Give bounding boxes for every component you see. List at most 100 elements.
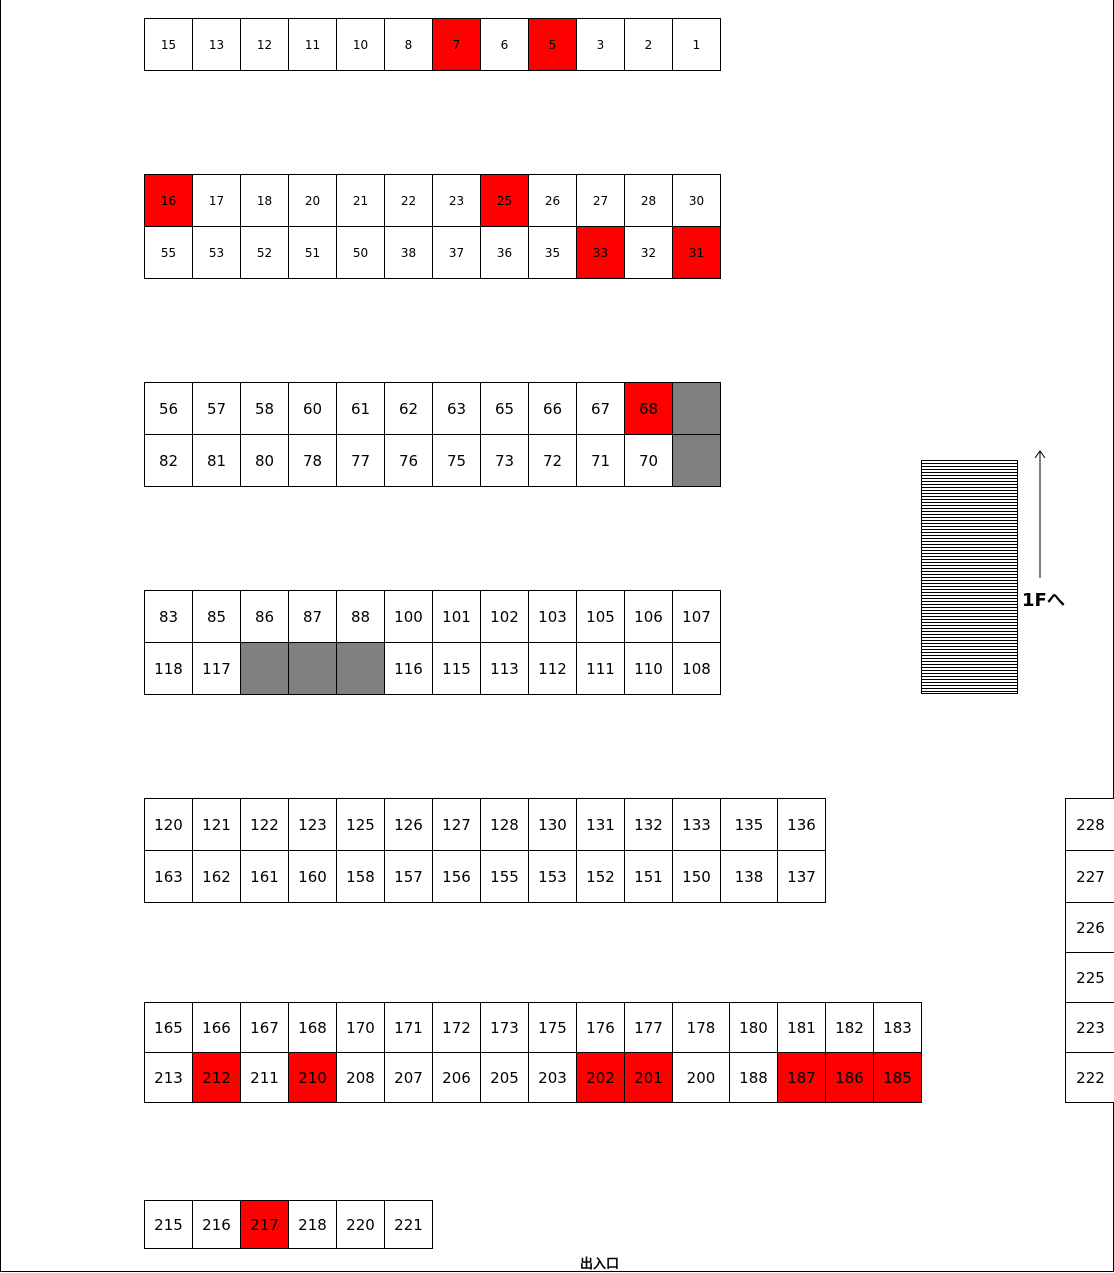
parking-space-100[interactable]: 100 bbox=[384, 590, 433, 643]
parking-space-202[interactable]: 202 bbox=[576, 1052, 625, 1103]
parking-space-38[interactable]: 38 bbox=[384, 226, 433, 279]
parking-space-217[interactable]: 217 bbox=[240, 1200, 289, 1249]
parking-space-166[interactable]: 166 bbox=[192, 1002, 241, 1053]
parking-space-63[interactable]: 63 bbox=[432, 382, 481, 435]
parking-space-207[interactable]: 207 bbox=[384, 1052, 433, 1103]
parking-space-122[interactable]: 122 bbox=[240, 798, 289, 851]
parking-space-157[interactable]: 157 bbox=[384, 850, 433, 903]
parking-space-137[interactable]: 137 bbox=[777, 850, 826, 903]
parking-space-62[interactable]: 62 bbox=[384, 382, 433, 435]
parking-space-53[interactable]: 53 bbox=[192, 226, 241, 279]
parking-space-181[interactable]: 181 bbox=[777, 1002, 826, 1053]
parking-space-117[interactable]: 117 bbox=[192, 642, 241, 695]
parking-space-52[interactable]: 52 bbox=[240, 226, 289, 279]
parking-space-51[interactable]: 51 bbox=[288, 226, 337, 279]
parking-space-76[interactable]: 76 bbox=[384, 434, 433, 487]
parking-space-37[interactable]: 37 bbox=[432, 226, 481, 279]
parking-space-130[interactable]: 130 bbox=[528, 798, 577, 851]
parking-space-20[interactable]: 20 bbox=[288, 174, 337, 227]
parking-space-6[interactable]: 6 bbox=[480, 18, 529, 71]
parking-space-188[interactable]: 188 bbox=[729, 1052, 778, 1103]
parking-space-121[interactable]: 121 bbox=[192, 798, 241, 851]
parking-space-168[interactable]: 168 bbox=[288, 1002, 337, 1053]
parking-space-186[interactable]: 186 bbox=[825, 1052, 874, 1103]
parking-space-unavailable[interactable] bbox=[336, 642, 385, 695]
parking-space-133[interactable]: 133 bbox=[672, 798, 721, 851]
parking-space-8[interactable]: 8 bbox=[384, 18, 433, 71]
parking-space-18[interactable]: 18 bbox=[240, 174, 289, 227]
parking-space-138[interactable]: 138 bbox=[720, 850, 778, 903]
parking-space-68[interactable]: 68 bbox=[624, 382, 673, 435]
parking-space-36[interactable]: 36 bbox=[480, 226, 529, 279]
parking-space-210[interactable]: 210 bbox=[288, 1052, 337, 1103]
parking-space-212[interactable]: 212 bbox=[192, 1052, 241, 1103]
parking-space-128[interactable]: 128 bbox=[480, 798, 529, 851]
parking-space-83[interactable]: 83 bbox=[144, 590, 193, 643]
parking-space-125[interactable]: 125 bbox=[336, 798, 385, 851]
parking-space-182[interactable]: 182 bbox=[825, 1002, 874, 1053]
parking-space-7[interactable]: 7 bbox=[432, 18, 481, 71]
parking-space-12[interactable]: 12 bbox=[240, 18, 289, 71]
parking-space-150[interactable]: 150 bbox=[672, 850, 721, 903]
parking-space-5[interactable]: 5 bbox=[528, 18, 577, 71]
parking-space-81[interactable]: 81 bbox=[192, 434, 241, 487]
parking-space-65[interactable]: 65 bbox=[480, 382, 529, 435]
parking-space-57[interactable]: 57 bbox=[192, 382, 241, 435]
parking-space-11[interactable]: 11 bbox=[288, 18, 337, 71]
parking-space-50[interactable]: 50 bbox=[336, 226, 385, 279]
parking-space-116[interactable]: 116 bbox=[384, 642, 433, 695]
parking-space-118[interactable]: 118 bbox=[144, 642, 193, 695]
parking-space-178[interactable]: 178 bbox=[672, 1002, 730, 1053]
parking-space-135[interactable]: 135 bbox=[720, 798, 778, 851]
parking-space-21[interactable]: 21 bbox=[336, 174, 385, 227]
parking-space-82[interactable]: 82 bbox=[144, 434, 193, 487]
parking-space-1[interactable]: 1 bbox=[672, 18, 721, 71]
parking-space-176[interactable]: 176 bbox=[576, 1002, 625, 1053]
parking-space-123[interactable]: 123 bbox=[288, 798, 337, 851]
parking-space-110[interactable]: 110 bbox=[624, 642, 673, 695]
parking-space-111[interactable]: 111 bbox=[576, 642, 625, 695]
parking-space-132[interactable]: 132 bbox=[624, 798, 673, 851]
parking-space-70[interactable]: 70 bbox=[624, 434, 673, 487]
parking-space-185[interactable]: 185 bbox=[873, 1052, 922, 1103]
parking-space-30[interactable]: 30 bbox=[672, 174, 721, 227]
parking-space-61[interactable]: 61 bbox=[336, 382, 385, 435]
parking-space-66[interactable]: 66 bbox=[528, 382, 577, 435]
parking-space-171[interactable]: 171 bbox=[384, 1002, 433, 1053]
parking-space-155[interactable]: 155 bbox=[480, 850, 529, 903]
parking-space-31[interactable]: 31 bbox=[672, 226, 721, 279]
parking-space-15[interactable]: 15 bbox=[144, 18, 193, 71]
parking-space-170[interactable]: 170 bbox=[336, 1002, 385, 1053]
parking-space-167[interactable]: 167 bbox=[240, 1002, 289, 1053]
parking-space-161[interactable]: 161 bbox=[240, 850, 289, 903]
parking-space-58[interactable]: 58 bbox=[240, 382, 289, 435]
parking-space-131[interactable]: 131 bbox=[576, 798, 625, 851]
parking-space-72[interactable]: 72 bbox=[528, 434, 577, 487]
parking-space-126[interactable]: 126 bbox=[384, 798, 433, 851]
parking-space-103[interactable]: 103 bbox=[528, 590, 577, 643]
parking-space-165[interactable]: 165 bbox=[144, 1002, 193, 1053]
parking-space-183[interactable]: 183 bbox=[873, 1002, 922, 1053]
parking-space-71[interactable]: 71 bbox=[576, 434, 625, 487]
parking-space-201[interactable]: 201 bbox=[624, 1052, 673, 1103]
parking-space-28[interactable]: 28 bbox=[624, 174, 673, 227]
parking-space-87[interactable]: 87 bbox=[288, 590, 337, 643]
parking-space-208[interactable]: 208 bbox=[336, 1052, 385, 1103]
parking-space-102[interactable]: 102 bbox=[480, 590, 529, 643]
parking-space-13[interactable]: 13 bbox=[192, 18, 241, 71]
parking-space-60[interactable]: 60 bbox=[288, 382, 337, 435]
parking-space-221[interactable]: 221 bbox=[384, 1200, 433, 1249]
parking-space-77[interactable]: 77 bbox=[336, 434, 385, 487]
parking-space-220[interactable]: 220 bbox=[336, 1200, 385, 1249]
parking-space-55[interactable]: 55 bbox=[144, 226, 193, 279]
parking-space-108[interactable]: 108 bbox=[672, 642, 721, 695]
parking-space-75[interactable]: 75 bbox=[432, 434, 481, 487]
parking-space-211[interactable]: 211 bbox=[240, 1052, 289, 1103]
parking-space-156[interactable]: 156 bbox=[432, 850, 481, 903]
parking-space-227[interactable]: 227 bbox=[1065, 850, 1114, 903]
parking-space-113[interactable]: 113 bbox=[480, 642, 529, 695]
parking-space-225[interactable]: 225 bbox=[1065, 952, 1114, 1003]
parking-space-162[interactable]: 162 bbox=[192, 850, 241, 903]
parking-space-86[interactable]: 86 bbox=[240, 590, 289, 643]
parking-space-101[interactable]: 101 bbox=[432, 590, 481, 643]
